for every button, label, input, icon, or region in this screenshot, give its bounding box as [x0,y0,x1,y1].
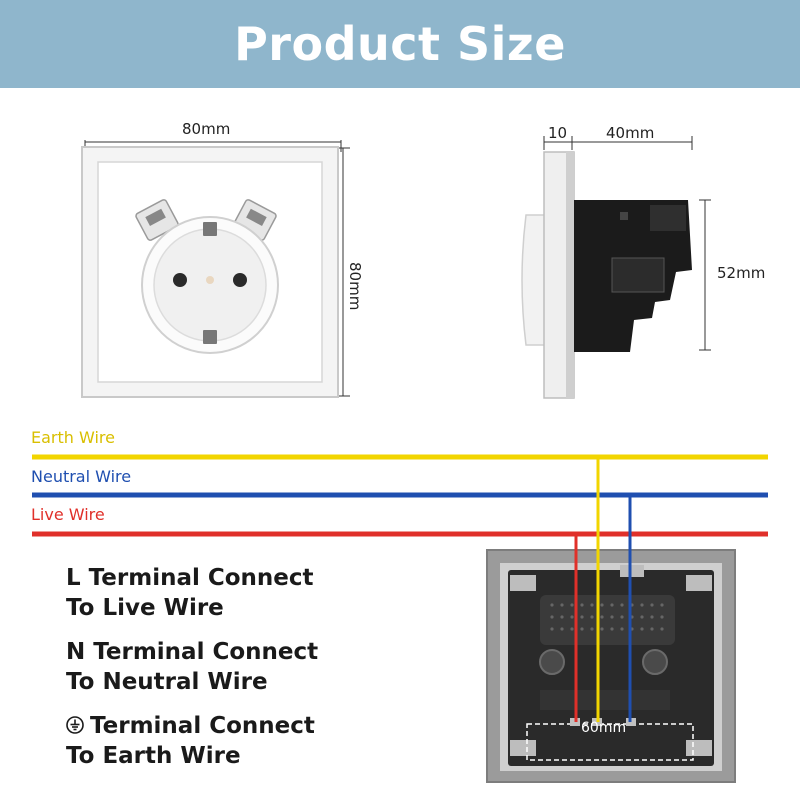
back-view-socket [486,549,736,783]
instruction-live-line2: To Live Wire [66,595,224,621]
instruction-earth-line1: Terminal Connect [90,713,315,739]
side-frame-label: 10 [548,124,568,142]
instruction-live-line1: L Terminal Connect [66,565,314,591]
front-height-label: 80mm [346,262,364,311]
instruction-live: L Terminal Connect To Live Wire [66,563,314,623]
instruction-earth-line2: To Earth Wire [66,743,241,769]
back-spacing-label: 60mm [581,720,627,736]
side-height-label: 52mm [717,264,766,282]
front-view-socket [81,140,350,398]
live-wire-label: Live Wire [31,505,105,524]
header-banner: Product Size [0,0,800,88]
instruction-neutral-line1: N Terminal Connect [66,639,319,665]
front-width-label: 80mm [182,120,231,138]
earth-ground-icon [66,716,84,734]
instruction-neutral-line2: To Neutral Wire [66,669,268,695]
neutral-wire-label: Neutral Wire [31,467,132,486]
usb-port-left [135,199,179,241]
instruction-neutral: N Terminal Connect To Neutral Wire [66,637,318,697]
side-depth-label: 40mm [606,124,655,142]
side-view-socket [521,136,711,399]
page-title: Product Size [234,17,566,71]
instruction-earth: Terminal Connect To Earth Wire [66,711,315,771]
earth-wire-label: Earth Wire [31,428,115,447]
